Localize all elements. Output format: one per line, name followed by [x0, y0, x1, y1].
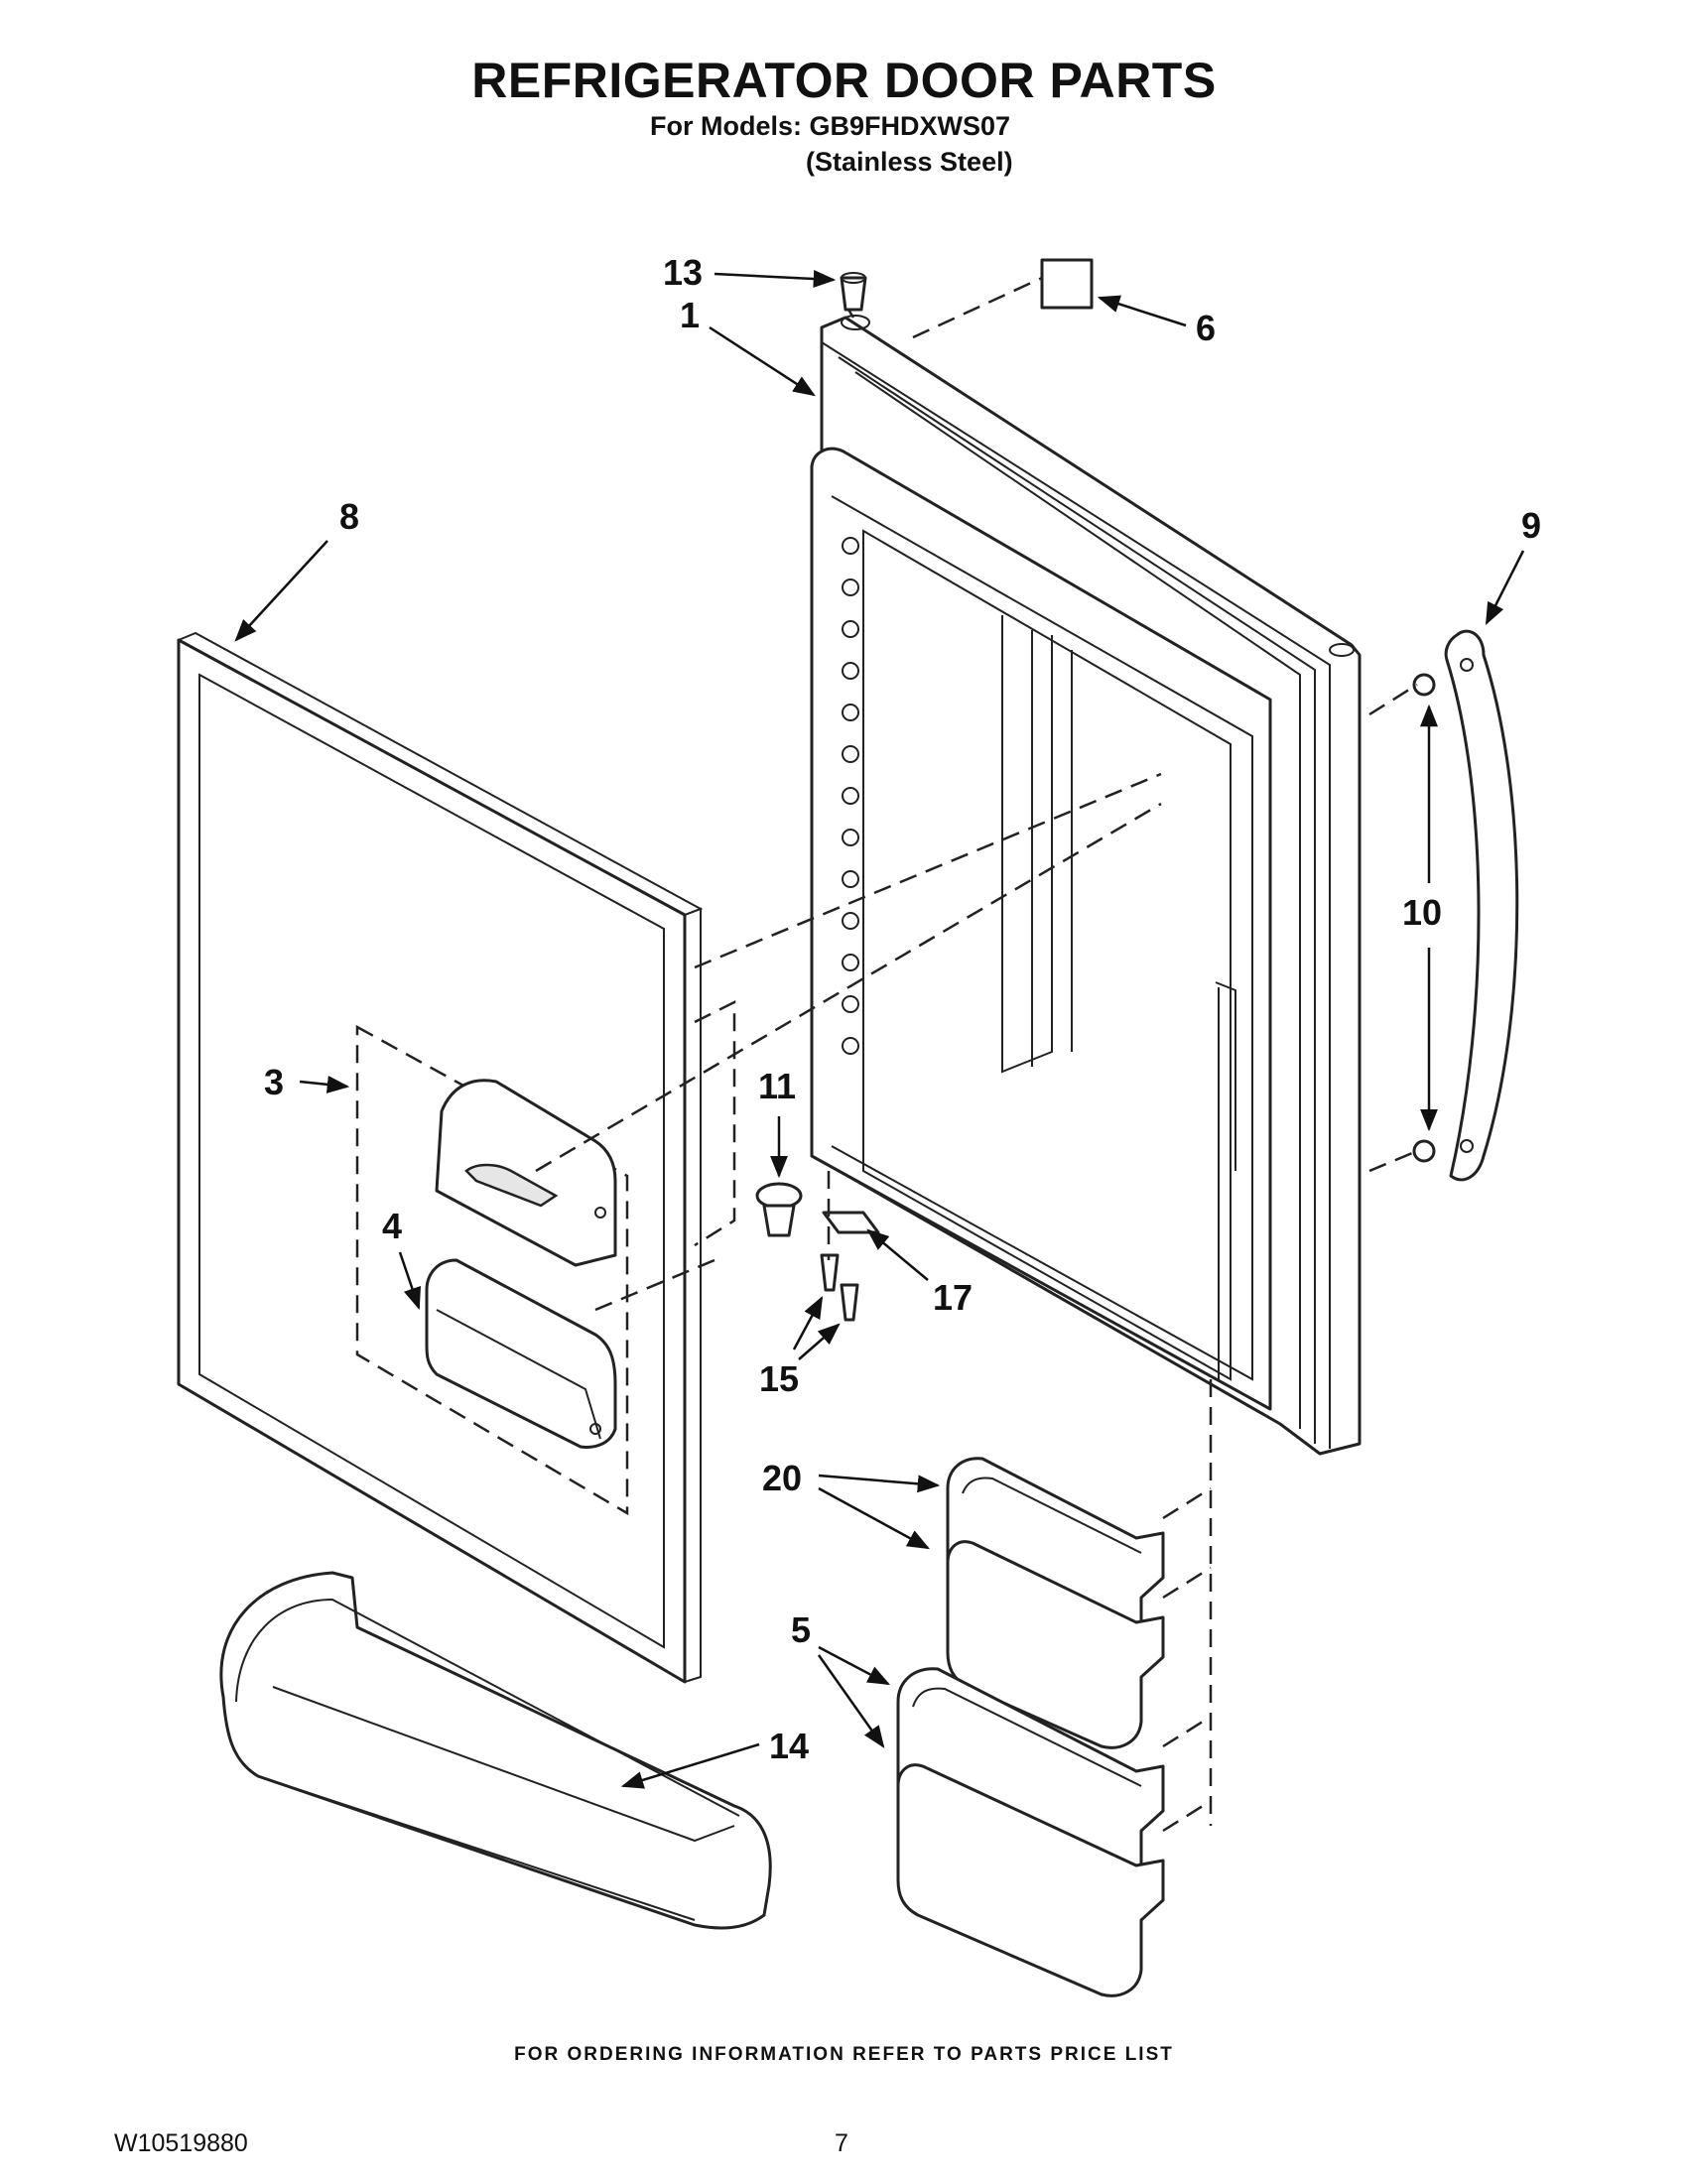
callout-6: 6 — [1196, 308, 1216, 348]
callout-15: 15 — [759, 1358, 799, 1399]
door-stop-bracket — [822, 1211, 880, 1234]
page-number: 7 — [835, 2129, 848, 2157]
callout-3: 3 — [264, 1062, 284, 1102]
mounting-screws — [820, 1253, 859, 1322]
callout-20: 20 — [762, 1458, 802, 1498]
callout-9: 9 — [1521, 505, 1541, 546]
document-id: W10519880 — [114, 2129, 248, 2157]
callout-10: 10 — [1402, 892, 1442, 933]
ordering-note: FOR ORDERING INFORMATION REFER TO PARTS … — [514, 2044, 1174, 2065]
callout-8: 8 — [339, 496, 359, 537]
door-bins-small — [946, 1457, 1165, 1749]
page-title: REFRIGERATOR DOOR PARTS — [471, 53, 1217, 108]
door-bins-large — [896, 1667, 1165, 1997]
door-label — [1040, 258, 1094, 310]
callout-11: 11 — [758, 1066, 796, 1106]
callout-1: 1 — [680, 295, 700, 335]
door-handle — [1444, 629, 1519, 1182]
callout-14: 14 — [769, 1726, 809, 1766]
bottom-door-bin — [219, 1571, 772, 1930]
callout-5: 5 — [791, 1609, 811, 1650]
door-shelf-clips — [842, 537, 859, 1055]
model-variant: (Stainless Steel) — [806, 147, 1013, 177]
dispenser-assembly — [355, 1024, 629, 1516]
callout-13: 13 — [663, 252, 703, 293]
hinge-bushing — [840, 272, 867, 312]
door-cam — [755, 1182, 803, 1237]
handle-screws — [1412, 673, 1436, 1163]
model-number: For Models: GB9FHDXWS07 — [650, 111, 1011, 141]
assembly-lines — [535, 276, 1418, 1833]
door-frame-liner — [810, 315, 1362, 1456]
leader-arrows — [234, 269, 1525, 1789]
callout-17: 17 — [933, 1277, 973, 1318]
callout-4: 4 — [382, 1206, 402, 1246]
